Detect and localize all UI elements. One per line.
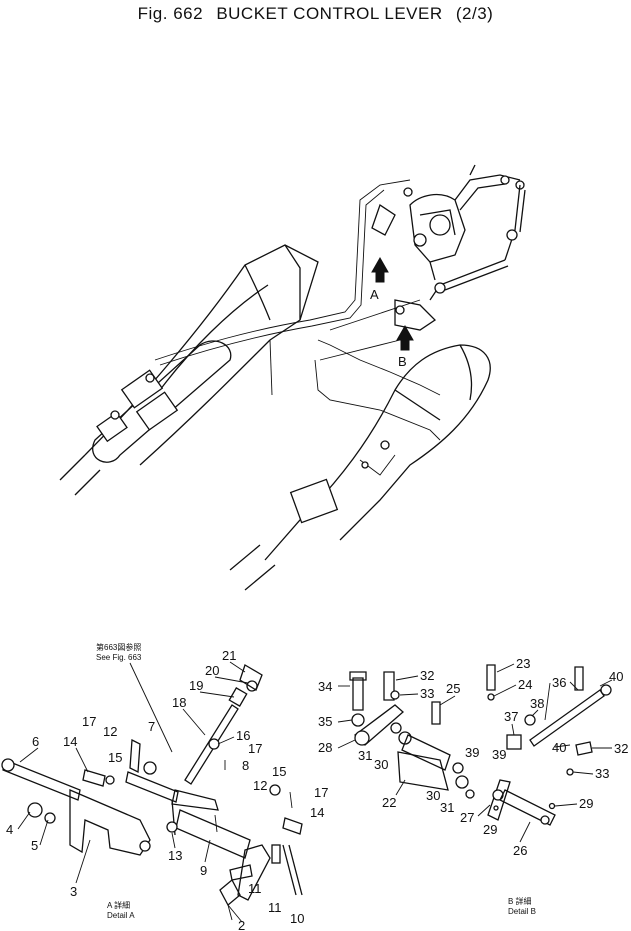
callout-a-15b: 15 — [272, 764, 286, 779]
callout-a-20: 20 — [205, 663, 219, 678]
callout-a-16: 16 — [236, 728, 250, 743]
callout-a-11a: 11 — [248, 881, 262, 896]
callout-b-29a: 29 — [483, 822, 497, 837]
callout-b-39b: 39 — [492, 747, 506, 762]
callout-a-11b: 11 — [268, 900, 282, 915]
detail-a-see-ref: See Fig. 663 — [96, 653, 142, 662]
control-linkage-rods — [154, 179, 441, 441]
callout-b-26: 26 — [513, 843, 527, 858]
view-arrow-b: B — [396, 324, 414, 369]
callout-a-21: 21 — [222, 648, 236, 663]
callout-a-18: 18 — [172, 695, 186, 710]
callout-a-2: 2 — [238, 918, 245, 931]
callout-b-22: 22 — [382, 795, 396, 810]
callout-b-27: 27 — [460, 810, 474, 825]
callout-b-34: 34 — [318, 679, 332, 694]
callout-b-31a: 31 — [358, 748, 372, 763]
callout-b-24: 24 — [518, 677, 532, 692]
callout-a-17a: 17 — [248, 741, 262, 756]
callout-b-25: 25 — [446, 681, 460, 696]
view-arrow-a-label: A — [370, 287, 379, 302]
callout-b-32a: 32 — [420, 668, 434, 683]
detail-a-caption: Detail A — [107, 911, 135, 920]
detail-a-caption-jp: A 詳細 — [107, 900, 130, 910]
callout-b-28: 28 — [318, 740, 332, 755]
overview-assembly: A B — [59, 164, 526, 591]
callout-b-38: 38 — [530, 696, 544, 711]
callout-b-36: 36 — [552, 675, 566, 690]
callout-a-6: 6 — [32, 734, 39, 749]
callout-a-14a: 14 — [63, 734, 77, 749]
detail-a-leaders — [17, 661, 249, 923]
control-valve-cluster — [371, 164, 526, 331]
detail-b-leaders — [337, 663, 612, 843]
callout-b-33a: 33 — [420, 686, 434, 701]
callout-a-7: 7 — [148, 719, 155, 734]
callout-b-40b: 40 — [552, 740, 566, 755]
figure-name: BUCKET CONTROL LEVER — [216, 4, 443, 23]
view-arrow-b-label: B — [398, 354, 407, 369]
detail-b-callouts: 34 32 33 23 24 25 35 28 31 30 39 36 40 3… — [318, 656, 628, 858]
detail-a-callouts: 21 20 19 18 16 17 8 7 12 17 14 15 6 4 5 … — [6, 648, 328, 931]
callout-b-40a: 40 — [609, 669, 623, 684]
callout-a-3: 3 — [70, 884, 77, 899]
callout-a-8: 8 — [242, 758, 249, 773]
callout-a-9: 9 — [200, 863, 207, 878]
callout-a-5: 5 — [31, 838, 38, 853]
figure-number: Fig. 662 — [137, 4, 204, 23]
callout-a-10: 10 — [290, 911, 304, 926]
detail-b-caption-jp: B 詳細 — [508, 896, 532, 906]
callout-b-30a: 30 — [374, 757, 388, 772]
callout-b-30b: 30 — [426, 788, 440, 803]
right-boom-arm — [229, 344, 491, 591]
callout-b-35: 35 — [318, 714, 332, 729]
callout-a-12a: 12 — [103, 724, 117, 739]
detail-a-parts — [1, 664, 303, 921]
callout-b-32b: 32 — [614, 741, 628, 756]
callout-a-15a: 15 — [108, 750, 122, 765]
left-boom-arm — [59, 244, 319, 496]
callout-a-14b: 14 — [310, 805, 324, 820]
callout-a-13: 13 — [168, 848, 182, 863]
callout-b-29b: 29 — [579, 796, 593, 811]
detail-b-caption: Detail B — [508, 907, 536, 916]
callout-a-19: 19 — [189, 678, 203, 693]
detail-b-parts — [349, 664, 613, 826]
callout-a-17b: 17 — [82, 714, 96, 729]
callout-a-4: 4 — [6, 822, 13, 837]
callout-b-31b: 31 — [440, 800, 454, 815]
callout-a-17c: 17 — [314, 785, 328, 800]
view-arrow-a: A — [370, 256, 389, 302]
callout-b-23: 23 — [516, 656, 530, 671]
figure-title: Fig. 662 BUCKET CONTROL LEVER (2/3) — [0, 4, 631, 24]
callout-a-12b: 12 — [253, 778, 267, 793]
figure-page-fraction: (2/3) — [455, 4, 494, 23]
detail-b: 34 32 33 23 24 25 35 28 31 30 39 36 40 3… — [318, 656, 628, 916]
detail-a-see-ref-jp: 第663図参照 — [96, 642, 141, 652]
detail-a: 第663図参照 See Fig. 663 — [1, 642, 328, 931]
callout-b-37: 37 — [504, 709, 518, 724]
callout-b-39a: 39 — [465, 745, 479, 760]
callout-b-33b: 33 — [595, 766, 609, 781]
